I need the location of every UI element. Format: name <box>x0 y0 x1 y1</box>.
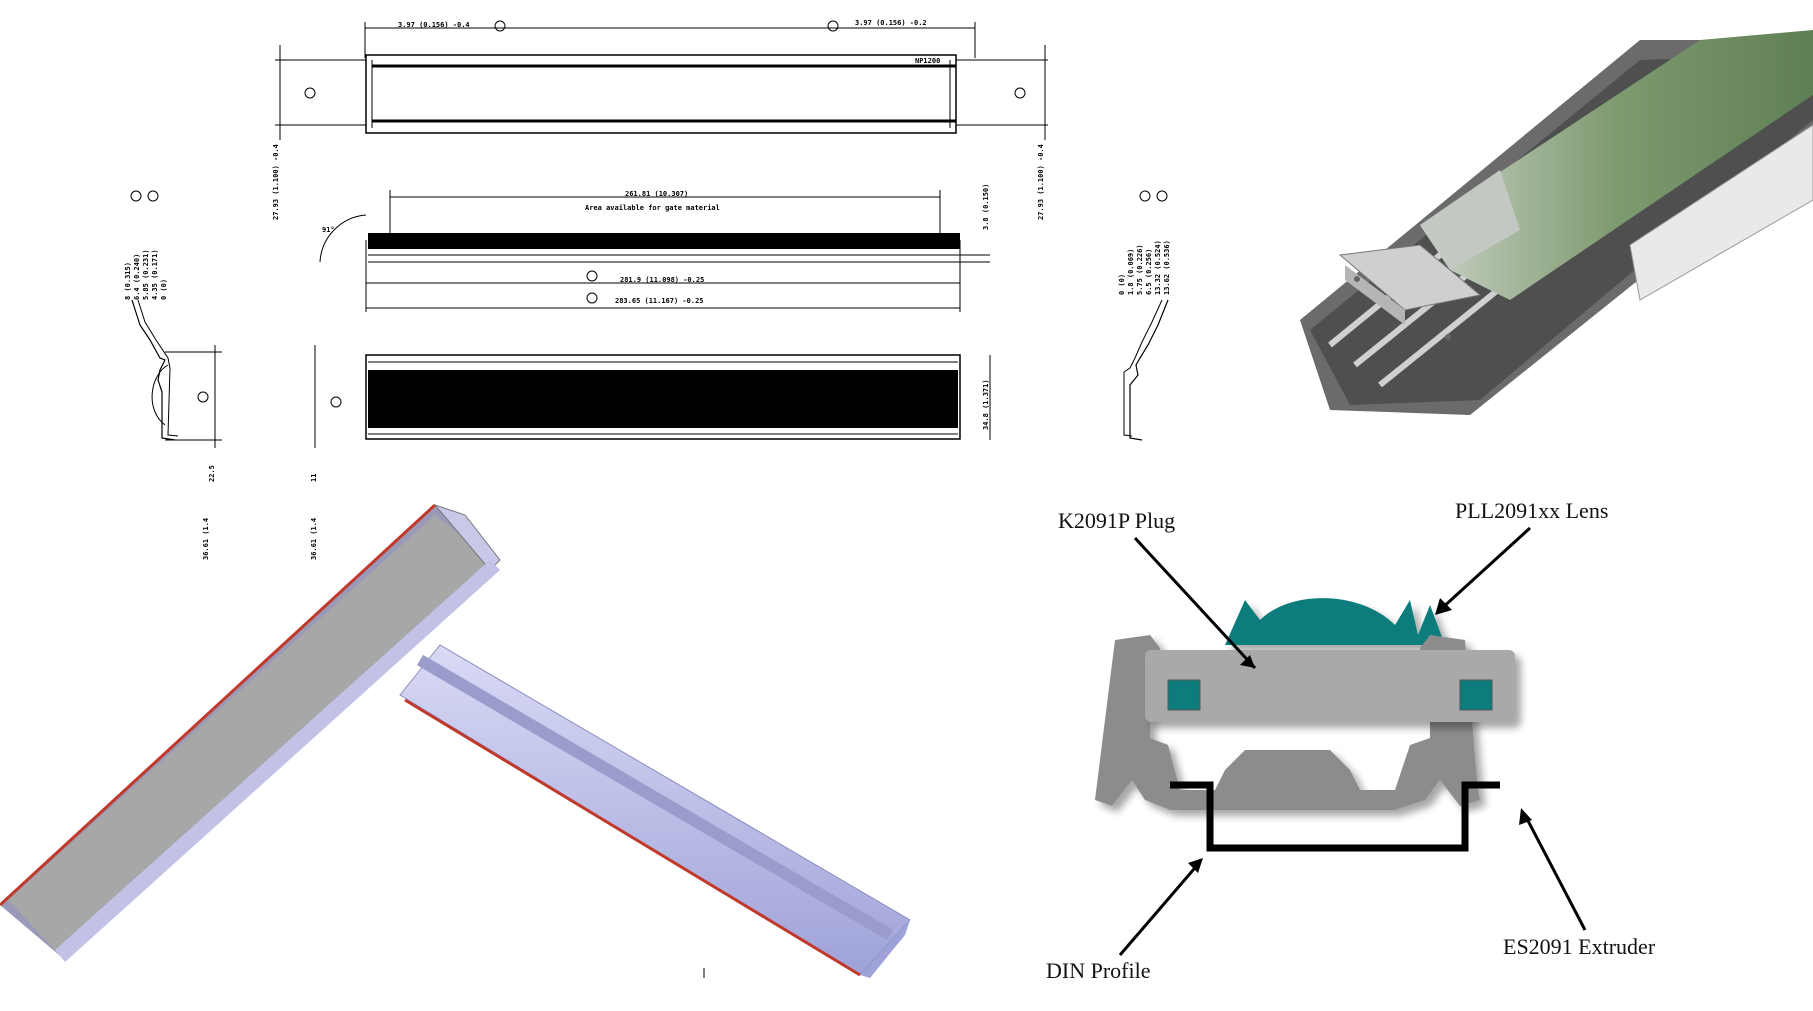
right-profile: 0 (0) 1.8 (0.069) 5.75 (0.226) 6.5 (0.25… <box>1118 190 1171 441</box>
area-dim: 261.81 (10.307) <box>625 190 688 198</box>
plug <box>1145 650 1515 722</box>
area-text: Area available for gate material <box>585 204 720 212</box>
len2-dim: 283.65 (11.167) -0.25 <box>615 297 704 305</box>
angle-label: 91° <box>322 226 335 234</box>
left-stack-0: 8 (0.315) <box>124 262 132 300</box>
right-stack-1: 1.8 (0.069) <box>1127 249 1135 295</box>
small-left: 22.5 <box>208 465 216 482</box>
right-stack-0: 0 (0) <box>1118 274 1126 295</box>
arrow-extruder <box>1523 814 1587 931</box>
side-view: 261.81 (10.307) Area available for gate … <box>319 184 990 312</box>
top-view: 3.97 (0.156) -0.4 3.97 (0.156) -0.2 NP12… <box>272 19 1048 220</box>
callout-lens: PLL2091xx Lens <box>1455 498 1608 523</box>
slot-dim: 3.8 (0.150) <box>982 184 990 230</box>
left-profile: 8 (0.315) 6.4 (0.240) 5.85 (0.231) 4.35 … <box>124 190 222 560</box>
bottom-view: 34.8 (1.371) 11 36.61 (1.4 <box>310 345 991 560</box>
right-stack-2: 5.75 (0.226) <box>1136 244 1144 295</box>
render-assembly-3d <box>1300 30 1813 415</box>
overall-left: 36.61 (1.4 <box>202 518 210 560</box>
cut-label: NP1200 <box>915 57 940 65</box>
lens <box>1225 598 1445 645</box>
callout-extruder: ES2091 Extruder <box>1503 934 1656 959</box>
technical-drawing: 3.97 (0.156) -0.4 3.97 (0.156) -0.2 NP12… <box>124 19 1171 560</box>
left-stack-3: 4.35 (0.171) <box>151 249 159 300</box>
left-stack-2: 5.85 (0.231) <box>142 249 150 300</box>
left-height: 27.93 (1.100) -0.4 <box>272 144 280 220</box>
callout-plug: K2091P Plug <box>1058 508 1175 533</box>
arrow-din <box>1118 861 1202 956</box>
small-mid: 11 <box>310 474 318 482</box>
arrow-lens <box>1438 526 1532 612</box>
callout-din: DIN Profile <box>1046 958 1150 983</box>
len1-dim: 281.9 (11.098) -0.25 <box>620 276 704 284</box>
din-rail <box>1170 781 1500 852</box>
bottom-height: 34.8 (1.371) <box>982 379 990 430</box>
overall-mid: 36.61 (1.4 <box>310 518 318 560</box>
arrow-plug <box>1133 536 1257 670</box>
cross-section-diagram: K2091P Plug PLL2091xx Lens DIN Profile E… <box>1046 498 1656 983</box>
right-height: 27.93 (1.100) -0.4 <box>1037 144 1045 220</box>
top-right-dim: 3.97 (0.156) -0.2 <box>855 19 927 27</box>
left-stack-1: 6.4 (0.240) <box>133 254 141 300</box>
render-rails-3d <box>0 503 911 978</box>
top-left-dim: 3.97 (0.156) -0.4 <box>398 21 470 29</box>
left-stack-4: 0 (0) <box>160 279 168 300</box>
right-stack-4: 13.32 (0.524) <box>1154 240 1162 295</box>
right-stack-5: 13.62 (0.536) <box>1163 240 1171 295</box>
right-stack-3: 6.5 (0.256) <box>1145 249 1153 295</box>
